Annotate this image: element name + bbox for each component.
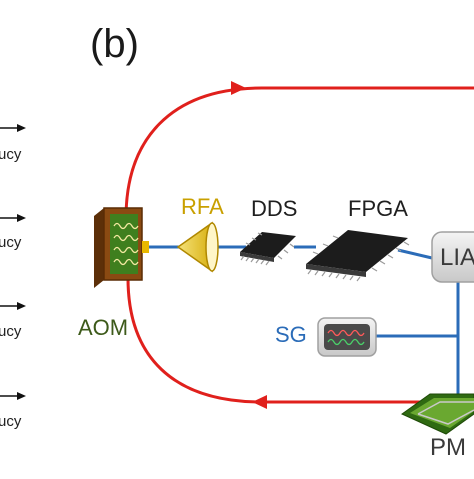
arrow-icon (0, 124, 26, 132)
laser-path-top (124, 86, 474, 219)
dds-chip (240, 232, 296, 266)
aom (94, 207, 149, 288)
pm-device (401, 393, 474, 435)
left-label: ucy (0, 413, 22, 430)
laser-arrow-bottom-icon (252, 395, 267, 409)
arrow-icon (0, 302, 26, 310)
rfa-horn-icon (176, 221, 219, 273)
sg-box (317, 317, 377, 357)
panel-label: (b) (90, 22, 139, 66)
left-arrows (0, 124, 26, 400)
sg-label: SG (275, 322, 307, 347)
rfa-label: RFA (181, 194, 224, 219)
fpga-chip (306, 230, 410, 282)
pm-label: PM (430, 434, 466, 461)
left-label: ucy (0, 323, 22, 340)
left-label: ucy (0, 146, 22, 163)
arrow-icon (0, 392, 26, 400)
laser-arrow-top-icon (231, 81, 246, 95)
lia-box (431, 231, 474, 283)
lia-label: LIA (440, 244, 474, 271)
aom-label: AOM (78, 315, 129, 340)
fpga-label: FPGA (348, 196, 408, 221)
laser-path-bottom (126, 277, 474, 404)
dds-label: DDS (251, 196, 298, 221)
arrow-icon (0, 214, 26, 222)
left-label: ucy (0, 234, 22, 251)
